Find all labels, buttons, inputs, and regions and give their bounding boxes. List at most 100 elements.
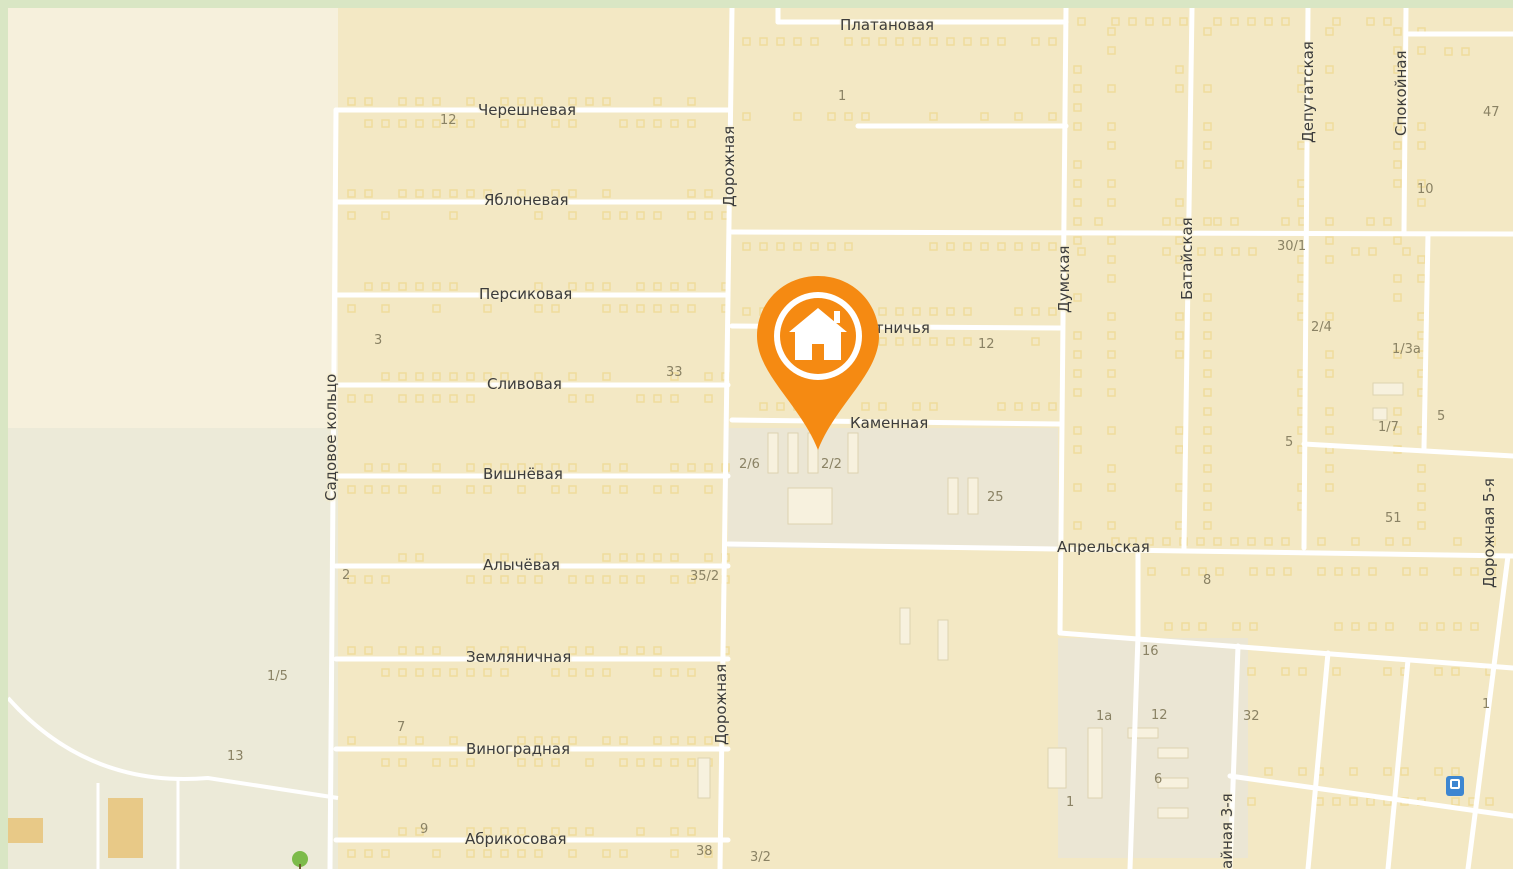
building-footprint [399,486,406,493]
building-footprint [1394,180,1401,187]
building-footprint [620,486,627,493]
house-number: 1/3а [1392,343,1421,356]
building-footprint [603,576,610,583]
building-footprint [1180,18,1187,25]
building-footprint [399,283,406,290]
building-footprint [637,283,644,290]
building-footprint [620,737,627,744]
building-footprint [671,464,678,471]
street-label-slivovaya: Сливовая [487,377,562,392]
location-marker[interactable] [755,274,881,452]
building-footprint [671,759,678,766]
building-footprint [484,669,491,676]
building-footprint [1352,568,1359,575]
building-footprint [777,38,784,45]
building-footprint [1015,403,1022,410]
building-footprint [1386,538,1393,545]
building-footprint [1163,218,1170,225]
building-footprint [794,243,801,250]
building-footprint [968,478,978,514]
building-footprint [501,576,508,583]
building-footprint [1176,66,1183,73]
building-footprint [698,758,710,798]
building-footprint [1108,275,1115,282]
building-footprint [1418,275,1425,282]
building-footprint [1318,538,1325,545]
building-footprint [348,190,355,197]
building-footprint [1074,427,1081,434]
bus-stop-icon[interactable] [1446,776,1464,796]
building-footprint [467,464,474,471]
building-footprint [518,576,525,583]
building-footprint [1204,351,1211,358]
street-label-alychevaya: Алычёвая [483,558,560,573]
building-footprint [1298,142,1305,149]
building-footprint [743,38,750,45]
building-footprint [1204,313,1211,320]
building-footprint [535,212,542,219]
building-footprint [688,759,695,766]
building-footprint [1108,522,1115,529]
house-number: 32 [1243,710,1260,723]
building-footprint [586,98,593,105]
building-footprint [467,486,474,493]
building-footprint [1032,308,1039,315]
building-footprint [365,576,372,583]
building-footprint [794,38,801,45]
building-footprint [896,38,903,45]
building-footprint [1049,38,1056,45]
building-footprint [1418,256,1425,263]
building-footprint [1074,484,1081,491]
building-footprint [467,576,474,583]
building-footprint [1108,332,1115,339]
building-footprint [1248,18,1255,25]
building-footprint [433,395,440,402]
building-footprint [382,464,389,471]
building-footprint [603,464,610,471]
building-footprint [416,647,423,654]
street-label-abrikosovaya: Абрикосовая [465,832,567,847]
building-footprint [1032,243,1039,250]
building-footprint [1284,568,1291,575]
building-footprint [637,759,644,766]
building-footprint [603,850,610,857]
building-footprint [1204,484,1211,491]
building-footprint [399,120,406,127]
building-footprint [654,395,661,402]
building-footprint [1015,243,1022,250]
building-footprint [535,305,542,312]
building-footprint [501,120,508,127]
building-footprint [1158,748,1188,758]
building-footprint [1108,484,1115,491]
building-footprint [1445,48,1452,55]
building-footprint [1108,427,1115,434]
building-footprint [930,308,937,315]
building-footprint [688,464,695,471]
building-footprint [433,669,440,676]
house-number: 2/4 [1311,321,1332,334]
building-footprint [1265,18,1272,25]
building-footprint [1074,351,1081,358]
building-footprint [416,395,423,402]
map-canvas[interactable]: Платановая Черешневая Яблоневая Персиков… [8,8,1513,869]
building-footprint [586,647,593,654]
building-footprint [743,308,750,315]
building-footprint [705,190,712,197]
building-footprint [569,464,576,471]
building-footprint [433,190,440,197]
building-footprint [1318,568,1325,575]
building-footprint [1326,237,1333,244]
building-footprint [1074,123,1081,130]
building-footprint [1403,568,1410,575]
building-footprint [1282,538,1289,545]
building-footprint [981,38,988,45]
building-footprint [620,305,627,312]
building-footprint [1204,161,1211,168]
house-number: 2 [342,569,350,582]
building-footprint [998,403,1005,410]
street-label-spokoinaya: Спокойная [1394,51,1409,136]
building-footprint [569,850,576,857]
building-footprint [416,737,423,744]
building-footprint [671,486,678,493]
building-footprint [1074,85,1081,92]
